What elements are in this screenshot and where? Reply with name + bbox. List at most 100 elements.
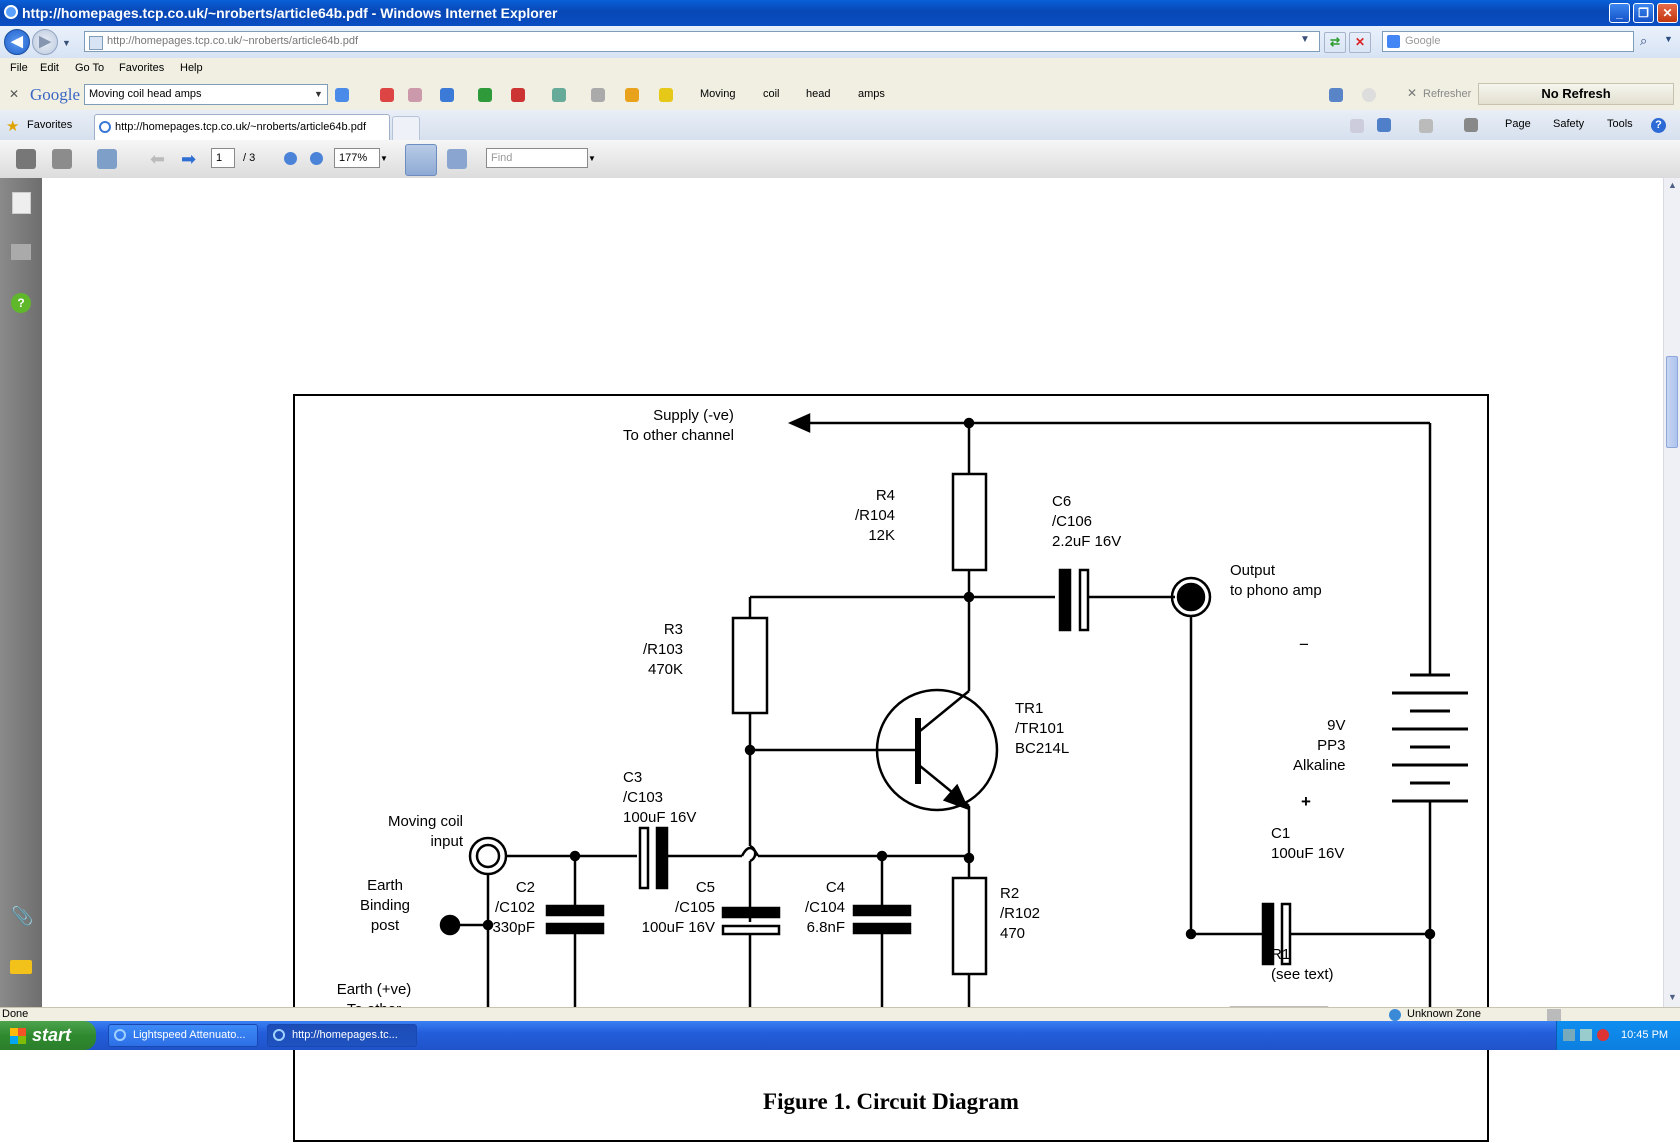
google-news-icon[interactable] [380,88,394,102]
forward-button[interactable]: ▶ [32,29,58,55]
settings-wrench-icon[interactable] [1329,88,1343,102]
label-c5-3: 100uF 16V [641,919,715,936]
comments-icon[interactable] [10,960,32,974]
fit-width-button[interactable] [405,144,437,176]
pdf-save-icon[interactable] [52,149,72,169]
safety-menu[interactable]: Safety [1553,118,1585,130]
highlighter-icon[interactable] [659,88,673,102]
bookmarks-panel-icon[interactable] [11,244,31,260]
google-search-dropdown-icon[interactable]: ▼ [314,89,323,99]
attachments-icon[interactable]: 📎 [11,906,34,926]
favorites-button[interactable]: Favorites [27,119,73,131]
scroll-thumb[interactable] [1666,356,1678,448]
vertical-scrollbar[interactable]: ▲ ▼ [1663,178,1680,1007]
stop-icon[interactable]: ✕ [1349,32,1371,53]
label-mc-input-2: input [430,833,463,850]
pdf-print-icon[interactable] [16,149,36,169]
label-r2-1: R2 [1000,885,1020,902]
protected-mode-icon[interactable] [1547,1009,1561,1021]
pdf-document-area[interactable]: Supply (-ve) To other channel R4 /R104 1… [42,178,1663,1142]
refresh-icon[interactable]: ⇄ [1324,32,1346,53]
sendto-icon[interactable] [625,88,639,102]
pdf-toolbar: ⬅ ➡ 1 / 3 177% ▼ Find ▼ [0,140,1680,179]
pages-panel-icon[interactable] [12,192,31,214]
minimize-button[interactable]: _ [1609,3,1630,23]
tab-ie-icon [99,121,111,133]
help-panel-icon[interactable]: ? [11,293,31,313]
find-dropdown-icon[interactable]: ▼ [588,154,596,163]
page-menu[interactable]: Page [1505,118,1531,130]
tray-network-icon[interactable] [1563,1029,1575,1041]
label-earth-1: Earth (+ve) [336,981,412,998]
refresher-label[interactable]: Refresher [1423,88,1472,100]
zoom-out-icon[interactable] [284,152,297,165]
print-icon[interactable] [1464,118,1478,132]
back-button[interactable]: ◀ [4,29,30,55]
pdf-navigation-pane: ? 📎 [0,178,42,1007]
pagerank-icon[interactable] [478,88,492,102]
bookmark-icon[interactable] [440,88,454,102]
search-word-moving[interactable]: Moving [700,88,736,100]
status-bar: Done Unknown Zone [0,1007,1680,1022]
tray-security-icon[interactable] [1597,1029,1609,1041]
google-toolbar: ✕ Google Moving coil head amps ▼ Moving … [0,80,1680,111]
popup-blocker-icon[interactable] [408,88,422,102]
scroll-up-icon[interactable]: ▲ [1668,180,1677,190]
label-supply-2: To other channel [623,427,734,444]
url-dropdown-icon[interactable]: ▼ [1300,34,1310,45]
search-input[interactable]: Google [1382,31,1634,52]
tools-menu[interactable]: Tools [1607,118,1633,130]
label-c1-2: 100uF 16V [1271,845,1345,862]
translate-icon[interactable] [591,88,605,102]
label-tr1-2: /TR101 [1015,720,1065,737]
close-button[interactable]: ✕ [1657,3,1678,23]
search-word-head[interactable]: head [806,88,831,100]
menu-edit[interactable]: Edit [40,62,59,74]
refresher-close-icon[interactable]: ✕ [1407,86,1418,100]
help-icon[interactable]: ? [1651,118,1666,133]
tab-active[interactable]: http://homepages.tcp.co.uk/~nroberts/art… [94,114,390,140]
menu-favorites[interactable]: Favorites [119,62,165,74]
label-r1-2: (see text) [1271,966,1334,983]
label-c5-1: C5 [695,879,715,896]
search-options-icon[interactable]: ▼ [1664,34,1673,44]
search-button-icon[interactable]: ⌕ [1640,33,1648,48]
find-input[interactable]: Find [486,148,588,168]
recent-pages-dropdown[interactable]: ▼ [62,38,71,48]
next-page-icon[interactable]: ➡ [181,149,197,169]
menu-help[interactable]: Help [180,62,203,74]
label-r2-3: 470 [1000,925,1026,942]
new-tab-button[interactable] [392,116,420,140]
home-icon[interactable] [1377,118,1391,132]
rss-icon[interactable] [1419,119,1433,133]
menu-goto[interactable]: Go To [75,62,105,74]
url-field[interactable]: http://homepages.tcp.co.uk/~nroberts/art… [84,31,1320,52]
toolbar-close-icon[interactable]: ✕ [9,87,20,101]
taskbar-item-lightspeed[interactable]: Lightspeed Attenuato... [108,1024,258,1047]
sign-in-icon[interactable] [1362,88,1376,102]
prev-page-icon[interactable]: ⬅ [150,149,166,169]
google-search-icon-btn[interactable] [335,88,349,102]
label-r2-2: /R102 [1000,905,1041,922]
security-zone[interactable]: Unknown Zone [1407,1008,1481,1020]
page-number-input[interactable]: 1 [211,148,235,168]
scroll-down-icon[interactable]: ▼ [1668,992,1677,1002]
taskbar-item-homepages[interactable]: http://homepages.tc... [267,1024,417,1047]
no-refresh-button[interactable]: No Refresh [1478,83,1674,105]
zoom-input[interactable]: 177% [334,148,380,168]
label-c3: C3 /C103 100uF 16V [623,768,696,828]
zoom-in-icon[interactable] [310,152,323,165]
spellcheck-icon[interactable] [552,88,566,102]
zoom-dropdown-icon[interactable]: ▼ [380,154,388,163]
maximize-button[interactable]: ❐ [1633,3,1654,23]
tray-volume-icon[interactable] [1580,1029,1592,1041]
search-word-coil[interactable]: coil [763,88,780,100]
battery-plus: + [1301,792,1311,811]
feeds-icon[interactable] [1350,119,1364,133]
fit-page-icon[interactable] [447,149,467,169]
autofill-icon[interactable] [511,88,525,102]
google-search-input[interactable]: Moving coil head amps [84,84,328,105]
pdf-share-icon[interactable] [97,149,117,169]
search-word-amps[interactable]: amps [858,88,885,100]
menu-file[interactable]: File [10,62,28,74]
